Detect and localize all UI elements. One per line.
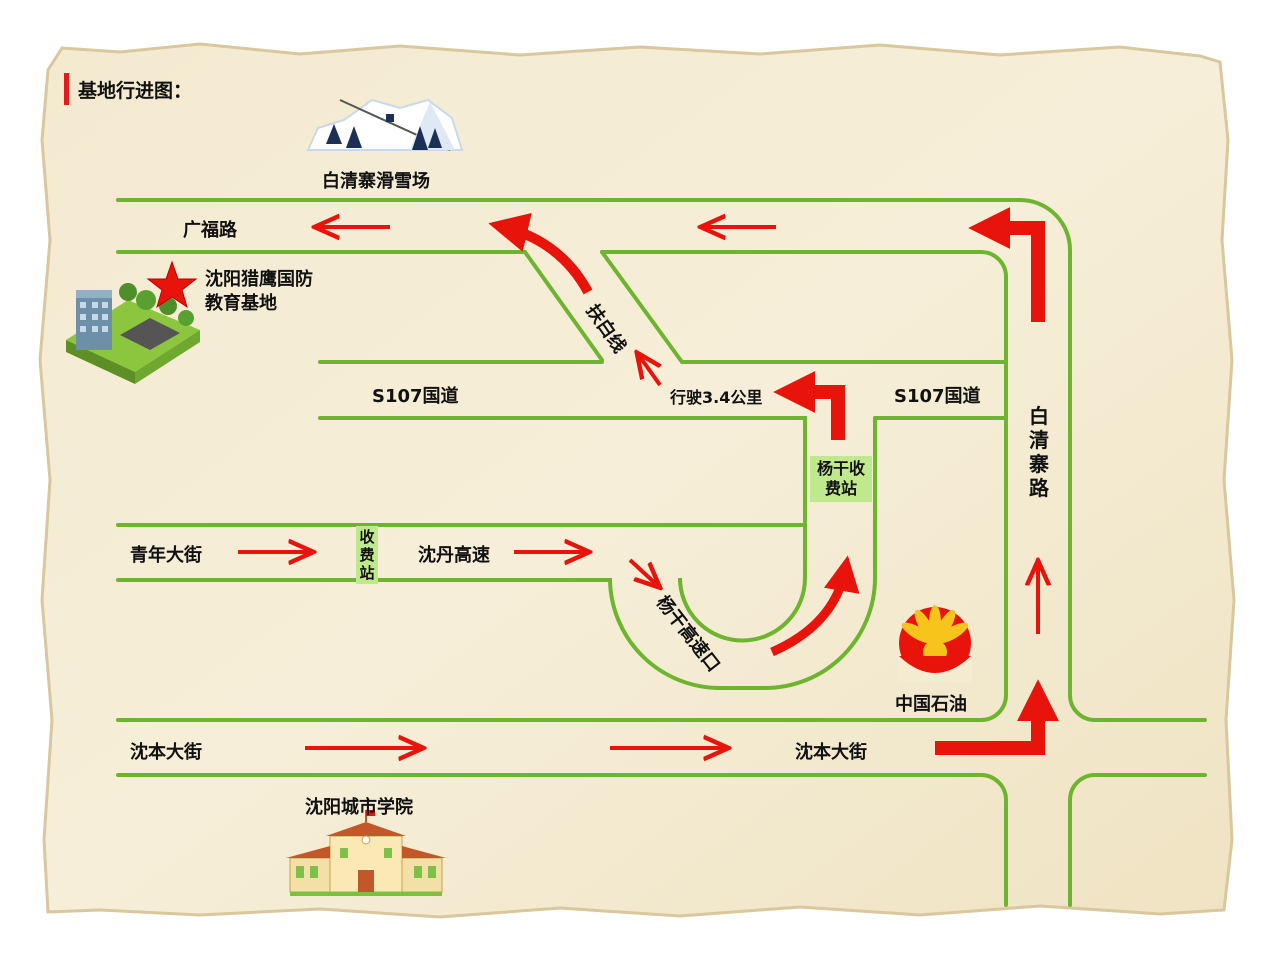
road-shendan-bottom [116,416,877,690]
road-label-s107-left: S107国道 [372,386,459,407]
map-title: 基地行进图： [78,80,193,102]
arrow-fubai-curve [488,212,593,295]
ski-resort-icon [306,98,464,151]
petrochina-logo-icon [898,605,972,682]
road-guangfu-top [116,198,1207,722]
title-accent-bar [64,73,69,105]
school-building-icon [286,810,446,896]
arrow-exit-down [628,558,656,584]
ski-resort-label: 白清寨滑雪场 [322,171,430,192]
arrow-fubai-short [640,357,660,387]
distance-note: 行驶3.4公里 [670,388,763,407]
school-label: 沈阳城市学院 [305,797,413,818]
road-fubai-left [523,250,604,362]
road-shenben-right [1068,773,1207,907]
road-fubai-right [600,250,684,364]
toll-booth-small: 收费站 [356,526,378,584]
arrow-baiqingzhai-turn [968,207,1045,322]
toll-booth-yanggan: 杨干收费站 [810,456,872,502]
road-shenben-bottom [116,772,1008,907]
arrow-shenben-turn [935,679,1059,755]
arrow-exit-curve [770,555,860,657]
road-label-guangfu: 广福路 [183,220,237,241]
road-s107-bottom [318,416,807,643]
road-label-shendan: 沈丹高速 [418,545,490,566]
base-building-icon [66,283,200,384]
red-star-icon [146,260,198,309]
petrochina-label: 中国石油 [895,694,967,715]
road-connector-top [116,249,1009,723]
road-label-shenben-left: 沈本大街 [130,742,202,763]
arrow-s107-turn [773,371,845,440]
road-label-s107-right: S107国道 [894,386,981,407]
parchment-background [38,42,1236,919]
road-label-baiqingzhai: 白清寨路 [1029,404,1049,500]
base-label: 沈阳猎鹰国防教育基地 [205,269,313,314]
road-label-qingnian: 青年大街 [130,545,202,566]
road-label-shenben-right: 沈本大街 [795,742,867,763]
